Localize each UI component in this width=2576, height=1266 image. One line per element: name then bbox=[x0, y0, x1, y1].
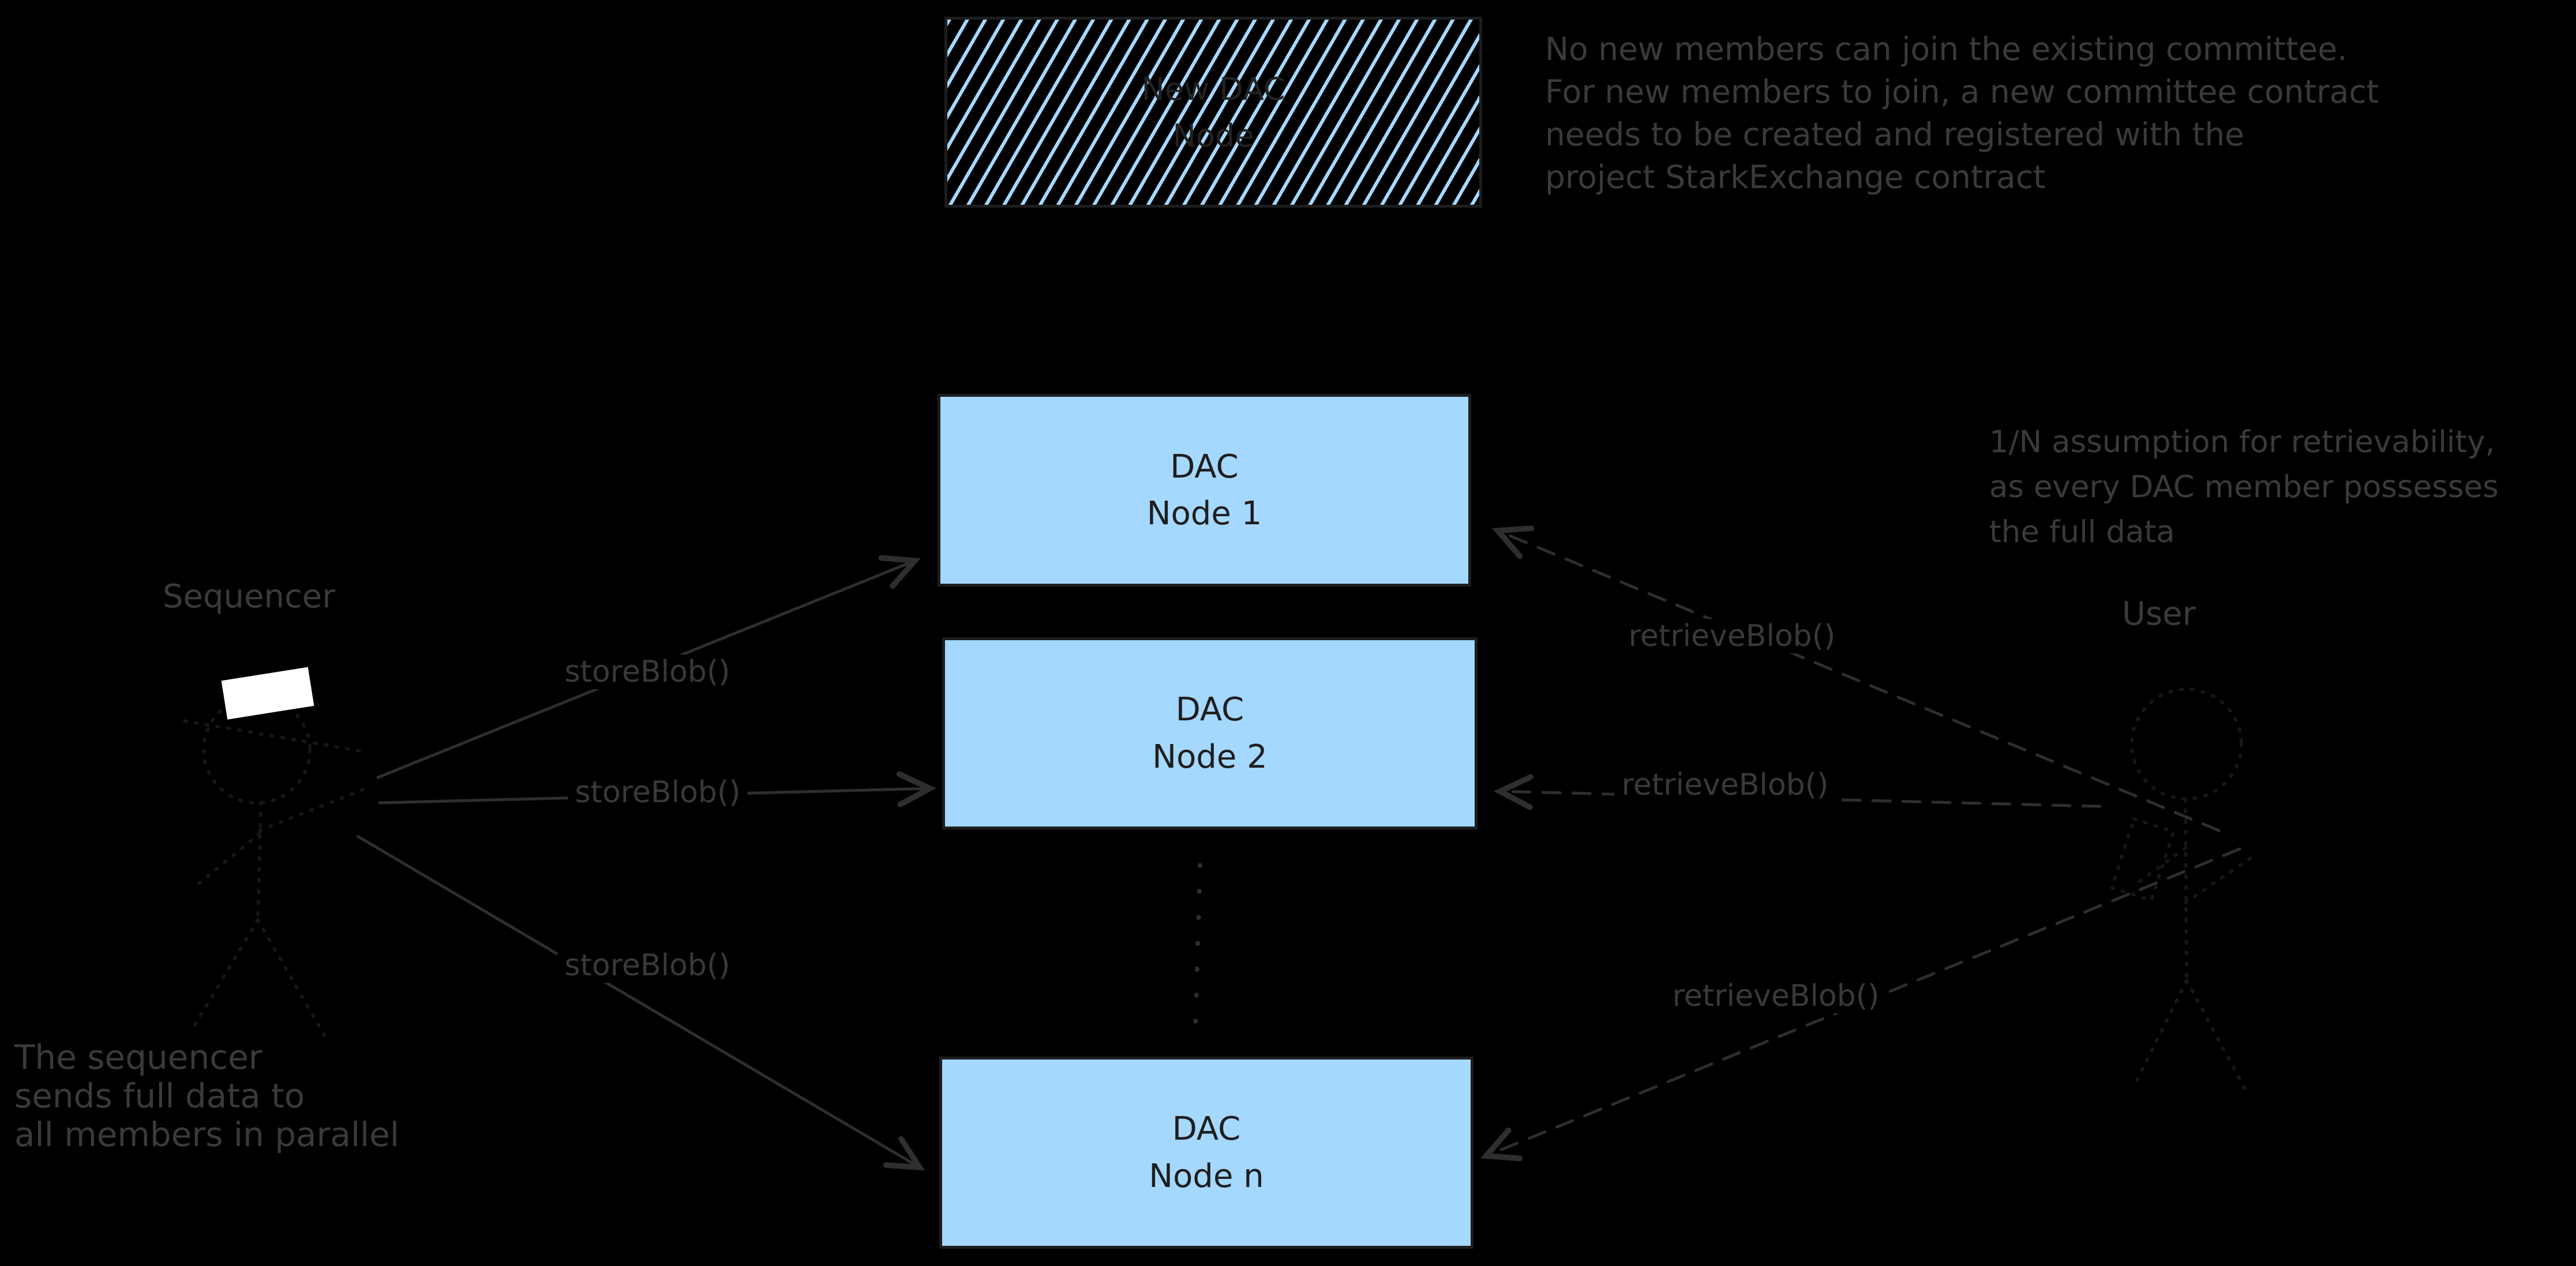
sequencer-arm-left bbox=[192, 832, 261, 890]
user-label: User bbox=[2122, 595, 2196, 633]
user-body bbox=[2184, 797, 2188, 982]
sequencer-figure bbox=[183, 695, 371, 1040]
storeblob-label-noden: storeBlob() bbox=[557, 948, 737, 983]
dac-node-2-box: DAC Node 2 bbox=[942, 637, 1478, 829]
parallel-note: The sequencer sends full data to all mem… bbox=[14, 1038, 399, 1154]
dac-node-2-label: DAC Node 2 bbox=[1152, 691, 1268, 776]
dac-node-1-label: DAC Node 1 bbox=[1146, 448, 1262, 532]
sequencer-head bbox=[202, 695, 312, 805]
sequencer-body bbox=[256, 801, 263, 922]
user-arm-left bbox=[2136, 846, 2187, 884]
storeblob-arrow-noden bbox=[356, 835, 925, 1171]
sequencer-label: Sequencer bbox=[163, 578, 336, 615]
sequencer-leg-left bbox=[189, 918, 260, 1034]
retrieveblob-label-noden: retrieveBlob() bbox=[1665, 979, 1887, 1013]
storeblob-label-node2: storeBlob() bbox=[568, 775, 748, 810]
sequencer-paper-icon bbox=[221, 667, 314, 720]
user-phone-icon bbox=[2109, 817, 2176, 903]
user-arm-right bbox=[2184, 854, 2256, 904]
user-figure bbox=[2109, 688, 2256, 1098]
retrieveblob-arrow-node1 bbox=[1491, 525, 2221, 832]
user-head bbox=[2130, 688, 2243, 801]
retrievability-note: 1/N assumption for retrievability, as ev… bbox=[1989, 424, 2499, 550]
dac-node-n-label: DAC Node n bbox=[1149, 1110, 1264, 1195]
storeblob-label-node1: storeBlob() bbox=[557, 655, 737, 689]
user-leg-left bbox=[2132, 979, 2188, 1089]
nodes-ellipsis-line bbox=[1193, 863, 1202, 1029]
committee-note: No new members can join the existing com… bbox=[1545, 31, 2379, 196]
dac-node-n-box: DAC Node n bbox=[939, 1057, 1473, 1249]
retrieveblob-label-node1: retrieveBlob() bbox=[1621, 619, 1843, 653]
dac-node-1-box: DAC Node 1 bbox=[938, 394, 1471, 587]
new-dac-node-label: New DAC Node bbox=[1141, 70, 1285, 154]
retrieveblob-label-node2: retrieveBlob() bbox=[1614, 768, 1836, 802]
user-leg-right bbox=[2185, 979, 2251, 1098]
sequencer-hat-brim bbox=[183, 719, 362, 753]
sequencer-arm-right bbox=[258, 786, 371, 832]
sequencer-leg-right bbox=[256, 918, 328, 1040]
storeblob-arrows bbox=[356, 555, 936, 1171]
new-dac-node-box: New DAC Node bbox=[944, 17, 1482, 208]
